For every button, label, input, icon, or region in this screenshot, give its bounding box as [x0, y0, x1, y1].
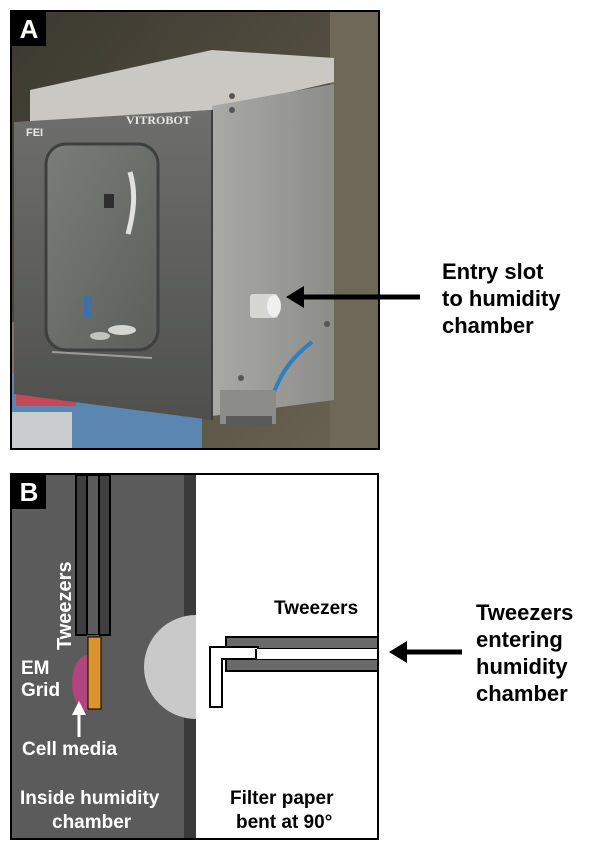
cell-media-drop: [72, 655, 88, 711]
cell-media-arrow-head: [72, 701, 86, 715]
brand-fei-logo: FEI: [26, 127, 43, 139]
callout-entry-slot-line2: to humidity: [442, 286, 561, 311]
inside-chamber-label-line2: chamber: [52, 812, 132, 833]
callout-entry-slot-line1: Entry slot: [442, 259, 544, 284]
tweezers-vertical-label: Tweezers: [54, 561, 76, 650]
em-grid-label-line2: Grid: [21, 680, 61, 701]
instrument-side-panel: [212, 84, 334, 416]
inside-chamber-label-line1: Inside humidity: [20, 788, 160, 809]
keyboard: [12, 412, 72, 448]
cell-media-label: Cell media: [22, 739, 118, 760]
tweezers-horizontal-lower-arm: [225, 658, 377, 672]
panel-b-diagram: B Tweezers EM Grid Cell media Inside hum…: [10, 473, 379, 840]
arrow-b-head: [389, 641, 407, 663]
back-pillar: [330, 12, 378, 448]
panel-b-letter: B: [12, 475, 46, 509]
em-grid: [87, 636, 102, 710]
blue-tube: [272, 340, 314, 393]
filter-paper-bent: [209, 646, 259, 708]
callout-tweezers-line3: humidity: [476, 654, 568, 679]
vitrobot-photo: FEI VITROBOT: [12, 12, 378, 448]
panel-a-photo: FEI VITROBOT A: [10, 10, 380, 450]
instrument-top: [30, 50, 334, 122]
callout-tweezers-line1: Tweezers: [476, 600, 574, 625]
callout-entry-slot-line3: chamber: [442, 313, 534, 338]
callout-tweezers-line4: chamber: [476, 681, 568, 706]
entry-slot-opening: [144, 615, 196, 719]
brand-vitrobot-logo: VITROBOT: [126, 113, 191, 127]
callout-tweezers-line2: entering: [476, 627, 563, 652]
filter-paper-label-line1: Filter paper: [230, 788, 334, 809]
humidity-chamber-schematic: [12, 475, 377, 838]
panel-a-letter: A: [12, 12, 46, 46]
chamber-window: [44, 142, 160, 352]
tweezers-horizontal-label: Tweezers: [274, 598, 359, 619]
em-grid-label-line1: EM: [21, 658, 50, 679]
filter-paper-label-line2: bent at 90°: [236, 812, 333, 833]
